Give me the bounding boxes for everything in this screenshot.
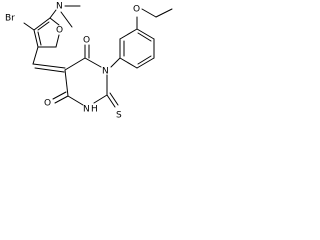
bond-c2-s — [106, 94, 116, 108]
bond-ph-3-4 — [136, 28, 155, 40]
phenyl-ring — [119, 28, 155, 69]
furan-ring — [33, 17, 60, 48]
bond-c3-br — [23, 22, 35, 31]
bond-n3-c4 — [67, 95, 84, 106]
pyrimidine-ring — [64, 57, 108, 106]
chemical-structure: Br N O O N O N H S — [5, 2, 173, 121]
bond-c2-c3 — [33, 17, 51, 31]
atom-sulfur-thioxo: S — [116, 111, 122, 121]
atom-nitrogen-ring-1: N — [102, 67, 109, 77]
bond-c5-c6 — [64, 57, 86, 71]
atom-oxygen-ethoxy: O — [133, 5, 140, 15]
atom-oxygen-carbonyl-top: O — [83, 36, 90, 46]
bond-ph-3-4-double — [137, 32, 152, 42]
bond-ph-5-6 — [136, 57, 155, 69]
atom-hydrogen-on-n: H — [91, 105, 98, 115]
bond-c4-o-bottom — [54, 95, 69, 104]
bond-ch2-ch3 — [155, 8, 173, 18]
bond-methine-c5ring — [32, 63, 66, 69]
bond-methine-c5ring-double — [34, 67, 65, 73]
bond-ph-5-6-double — [137, 55, 152, 65]
atom-oxygen-furan: O — [56, 26, 63, 36]
bond-c5-o — [55, 34, 60, 48]
bond-c6-n1 — [84, 57, 102, 68]
atom-nitrogen-dimethyl: N — [56, 2, 63, 12]
bond-c2-s-double — [109, 92, 119, 106]
bond-n-methyl-2 — [60, 11, 73, 28]
bond-n1-phenyl — [110, 57, 121, 68]
bond-c2-n3 — [93, 94, 108, 104]
atom-bromine: Br — [5, 14, 15, 24]
bond-c3-c4-double — [37, 31, 42, 46]
bond-c4-o-bottom-double — [52, 91, 67, 100]
bond-c4-c5 — [64, 69, 69, 97]
bond-ph-6-1 — [119, 57, 138, 69]
bond-c2-c3-double — [37, 21, 50, 31]
bond-c5-methine — [32, 46, 39, 65]
bond-o-ch2 — [141, 8, 157, 18]
bond-o-c2 — [49, 17, 60, 26]
bond-c2-n — [49, 9, 57, 19]
atom-nitrogen-ring-h: N — [83, 105, 90, 115]
bond-c3-c4 — [33, 29, 39, 48]
bond-ph-2-3 — [119, 28, 138, 40]
atom-oxygen-carbonyl-bottom: O — [44, 99, 51, 109]
